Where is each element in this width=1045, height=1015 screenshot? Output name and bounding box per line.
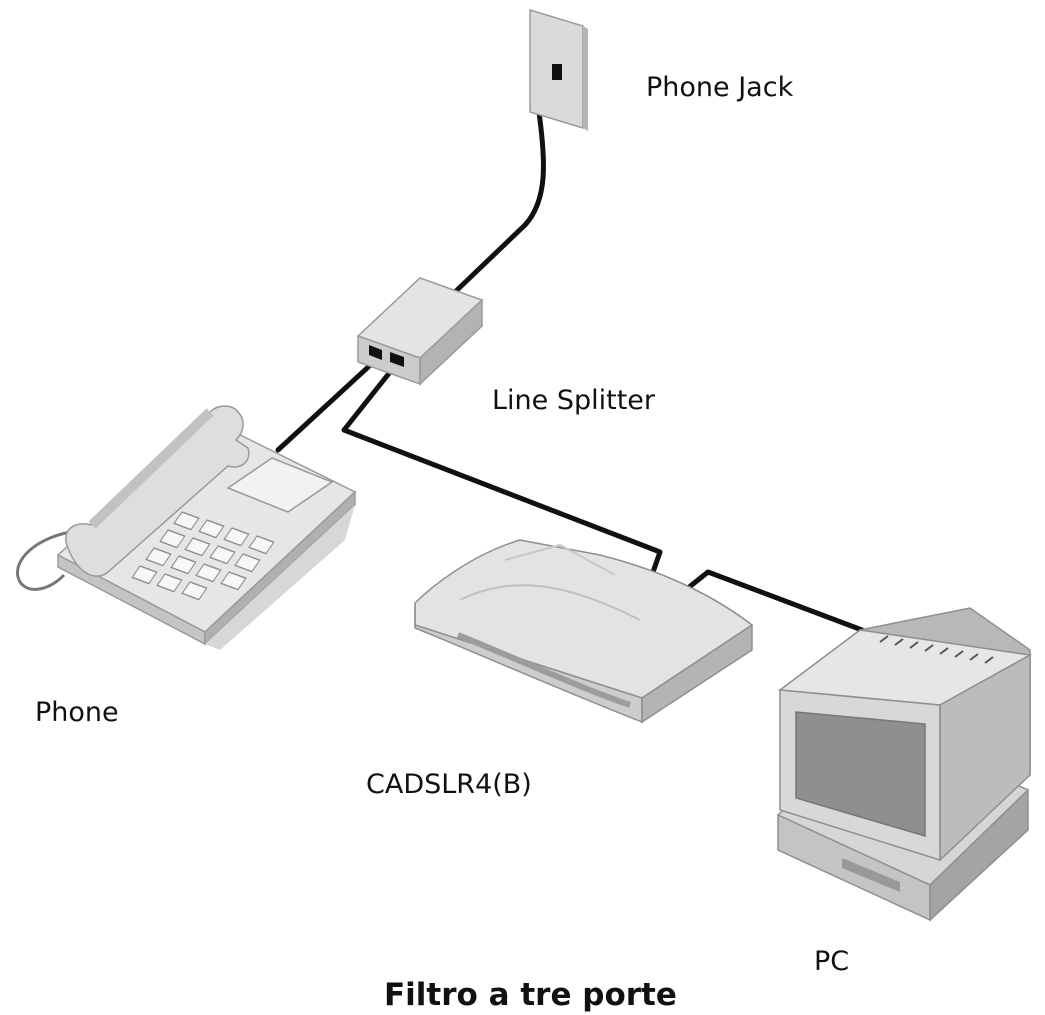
modem-icon bbox=[414, 539, 754, 724]
label-line-splitter: Line Splitter bbox=[492, 385, 656, 416]
label-modem: CADSLR4(B) bbox=[366, 769, 532, 800]
wall-jack-icon bbox=[529, 8, 588, 131]
cable-splitter-to-phone bbox=[275, 355, 381, 453]
computer-icon bbox=[776, 607, 1033, 922]
label-pc: PC bbox=[814, 946, 850, 977]
cable-splitter-to-modem bbox=[341, 359, 663, 578]
telephone-icon bbox=[16, 405, 357, 650]
cable-modem-to-pc bbox=[685, 569, 865, 633]
label-phone: Phone bbox=[35, 697, 119, 728]
label-phone-jack: Phone Jack bbox=[646, 72, 794, 103]
diagram-caption: Filtro a tre porte bbox=[384, 977, 677, 1013]
line-splitter-icon bbox=[356, 277, 484, 386]
